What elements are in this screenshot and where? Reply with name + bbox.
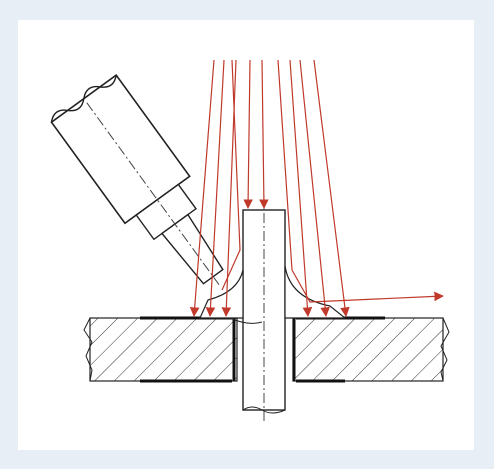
laser-beam <box>189 59 215 317</box>
laser-beam <box>313 59 350 317</box>
laser-beam <box>243 59 253 209</box>
laser-beam <box>277 59 293 271</box>
pin <box>242 195 286 422</box>
laser-beam <box>291 269 444 303</box>
laser-beam <box>221 59 241 291</box>
left-plate <box>83 316 238 383</box>
right-plate <box>292 316 450 383</box>
laser-beams <box>189 59 444 317</box>
laser-torch <box>50 74 224 286</box>
laser-beam <box>299 59 330 317</box>
laser-beam <box>289 59 313 317</box>
laser-beam <box>205 59 225 317</box>
torch-axis <box>86 102 220 286</box>
laser-beam <box>259 59 269 209</box>
